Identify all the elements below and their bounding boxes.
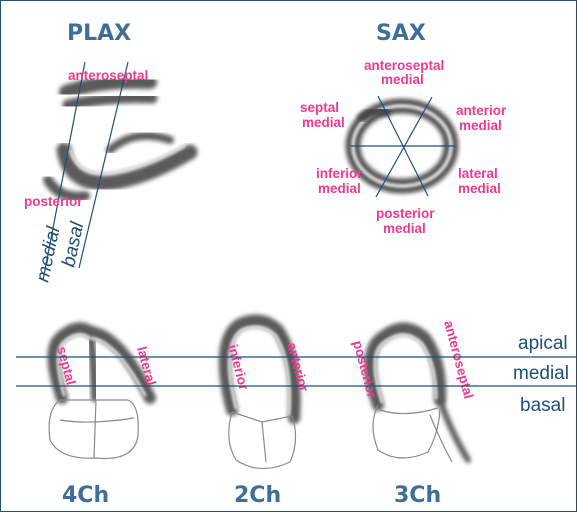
- sax-view: SAX anteroseptal medial septal medial an…: [300, 21, 507, 236]
- sax-label-anterior: anterior: [456, 103, 507, 118]
- ch3-title: 3Ch: [394, 483, 441, 508]
- ch4-title: 4Ch: [62, 483, 109, 508]
- level-label-basal: basal: [520, 395, 565, 416]
- sax-label-posterior: posterior: [376, 206, 435, 221]
- sax-label-posterior-medial: medial: [383, 221, 426, 236]
- sax-title: SAX: [376, 21, 426, 46]
- sax-label-inferior-medial: medial: [318, 181, 361, 196]
- sax-label-inferior: inferior: [316, 166, 363, 181]
- sax-label-anterior-medial: medial: [459, 118, 502, 133]
- level-label-apical: apical: [518, 333, 568, 354]
- ch2-heart-drawing: [225, 321, 296, 469]
- ch2-view: inferior anterior 2Ch: [225, 321, 312, 508]
- level-label-medial: medial: [513, 363, 569, 384]
- plax-label-basal: basal: [58, 219, 88, 269]
- ch3-view: posterior anteroseptal 3Ch: [350, 319, 476, 508]
- ch2-title: 2Ch: [234, 483, 281, 508]
- plax-label-anteroseptal: anteroseptal: [68, 68, 148, 83]
- plax-label-posterior: posterior: [24, 194, 83, 209]
- ch3-label-anteroseptal: anteroseptal: [441, 319, 476, 400]
- ch4-view: septal lateral 4Ch: [49, 328, 159, 508]
- sax-label-lateral-medial: medial: [458, 181, 501, 196]
- sax-label-anteroseptal: anteroseptal: [364, 58, 444, 73]
- plax-view: PLAX anteroseptal posterior medial basal: [24, 21, 190, 284]
- sax-label-lateral: lateral: [458, 166, 498, 181]
- plax-title: PLAX: [67, 21, 131, 46]
- sax-label-septal-medial: medial: [302, 115, 345, 130]
- sax-label-anteroseptal-medial: medial: [381, 72, 424, 87]
- sax-label-septal: septal: [300, 100, 339, 115]
